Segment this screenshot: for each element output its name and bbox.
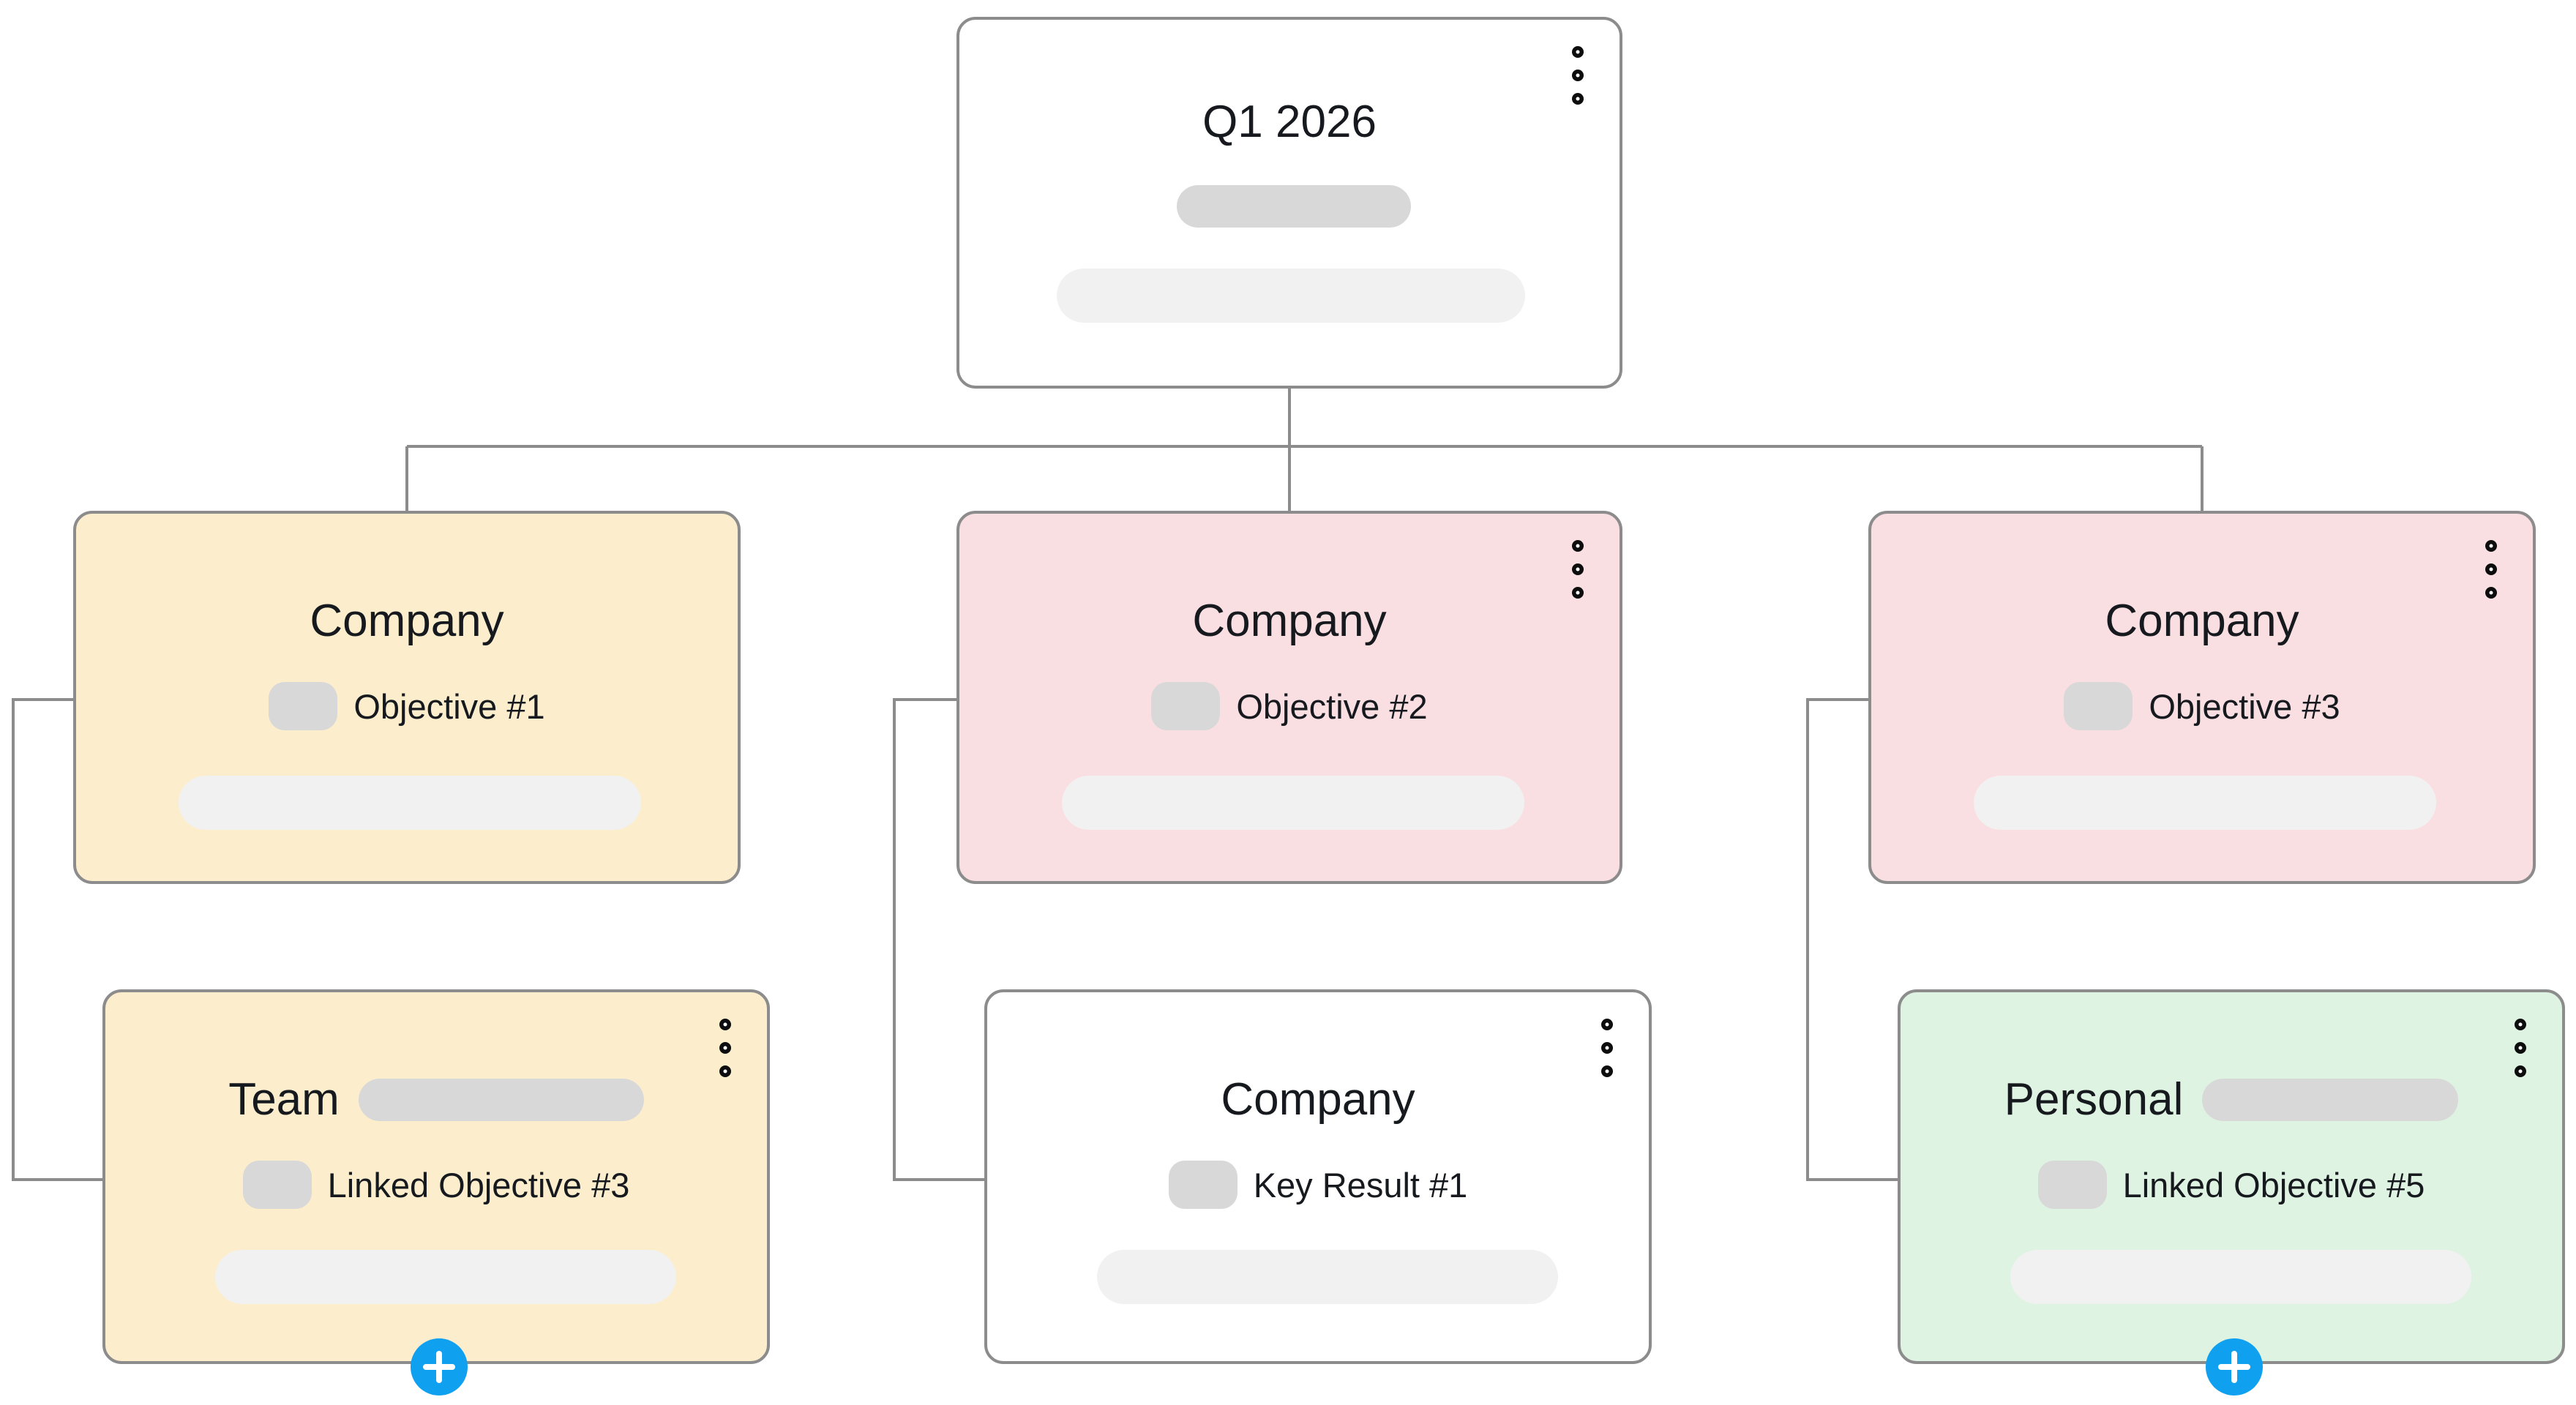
root-owner-pill [1177, 185, 1411, 228]
kebab-menu-icon[interactable] [1598, 1019, 1617, 1077]
key-result-progress-bar [1097, 1250, 1558, 1304]
card-subtitle-label: Linked Objective #3 [327, 1165, 630, 1204]
key-result-title-row: Company [987, 1074, 1649, 1125]
status-chip [1151, 682, 1221, 730]
root-title-row: Q1 2026 [959, 97, 1620, 148]
add-child-button[interactable] [2206, 1338, 2263, 1395]
kebab-dot [2485, 587, 2497, 599]
kebab-dot [1572, 587, 1584, 599]
objective-3-subtitle-row: Objective #3 [1871, 681, 2533, 732]
objective-3-title-row: Company [1871, 596, 2533, 647]
plus-icon [2231, 1351, 2237, 1383]
kebab-dot [2515, 1065, 2526, 1077]
kebab-menu-icon[interactable] [716, 1019, 735, 1077]
card-team-linked-objective-3[interactable]: Team Linked Objective #3 [102, 989, 770, 1395]
card-personal-linked-objective-5[interactable]: Personal Linked Objective #5 [1898, 989, 2565, 1395]
kebab-dot [1601, 1065, 1613, 1077]
status-chip [2064, 682, 2133, 730]
kebab-dot [2485, 563, 2497, 575]
card-title-label: Company [310, 596, 504, 646]
card-company-key-result-1[interactable]: Company Key Result #1 [984, 989, 1652, 1364]
team-subtitle-row: Linked Objective #3 [105, 1159, 767, 1210]
kebab-dot [719, 1019, 731, 1030]
card-root-q1-2026[interactable]: Q1 2026 [956, 17, 1622, 389]
card-title-label: Company [2105, 596, 2299, 646]
team-progress-bar [215, 1250, 676, 1304]
kebab-dot [2515, 1042, 2526, 1054]
kebab-dot [1601, 1019, 1613, 1030]
card-objective-2[interactable]: Company Objective #2 [956, 511, 1622, 884]
card-owner-pill [2202, 1079, 2459, 1121]
objective-1-progress-bar [179, 776, 641, 830]
objective-1-title-row: Company [76, 596, 738, 647]
objective-2-title-row: Company [959, 596, 1620, 647]
status-chip [269, 682, 338, 730]
kebab-menu-icon[interactable] [2482, 540, 2501, 599]
kebab-dot [2485, 540, 2497, 552]
kebab-menu-icon[interactable] [2511, 1019, 2530, 1077]
personal-subtitle-row: Linked Objective #5 [1901, 1159, 2562, 1210]
kebab-dot [1572, 46, 1584, 58]
status-chip [242, 1161, 312, 1209]
kebab-dot [1572, 70, 1584, 81]
key-result-subtitle-row: Key Result #1 [987, 1159, 1649, 1210]
personal-progress-bar [2010, 1250, 2471, 1304]
objective-2-progress-bar [1062, 776, 1524, 830]
card-subtitle-label: Objective #1 [353, 686, 545, 726]
root-progress-bar [1057, 269, 1525, 323]
card-owner-pill [358, 1079, 644, 1121]
kebab-dot [1572, 540, 1584, 552]
kebab-dot [719, 1065, 731, 1077]
kebab-menu-icon[interactable] [1568, 46, 1587, 105]
card-subtitle-label: Linked Objective #5 [2122, 1165, 2425, 1204]
objective-3-progress-bar [1974, 776, 2436, 830]
kebab-menu-icon[interactable] [1568, 540, 1587, 599]
kebab-dot [2515, 1019, 2526, 1030]
card-title-label: Team [228, 1074, 340, 1125]
objective-2-subtitle-row: Objective #2 [959, 681, 1620, 732]
card-objective-3[interactable]: Company Objective #3 [1868, 511, 2536, 884]
card-subtitle-label: Objective #2 [1236, 686, 1428, 726]
card-title-label: Personal [2004, 1074, 2184, 1125]
kebab-dot [1572, 93, 1584, 105]
card-objective-1[interactable]: Company Objective #1 [73, 511, 741, 884]
team-title-row: Team [105, 1074, 767, 1125]
objective-1-subtitle-row: Objective #1 [76, 681, 738, 732]
card-subtitle-label: Key Result #1 [1253, 1165, 1468, 1204]
kebab-dot [719, 1042, 731, 1054]
personal-title-row: Personal [1901, 1074, 2562, 1125]
add-child-button[interactable] [411, 1338, 468, 1395]
plus-icon [436, 1351, 442, 1383]
page-title: Q1 2026 [1202, 97, 1377, 147]
card-title-label: Company [1221, 1074, 1415, 1125]
card-title-label: Company [1192, 596, 1387, 646]
status-chip [2037, 1161, 2107, 1209]
card-subtitle-label: Objective #3 [2149, 686, 2340, 726]
kebab-dot [1572, 563, 1584, 575]
kebab-dot [1601, 1042, 1613, 1054]
status-chip [1168, 1161, 1238, 1209]
